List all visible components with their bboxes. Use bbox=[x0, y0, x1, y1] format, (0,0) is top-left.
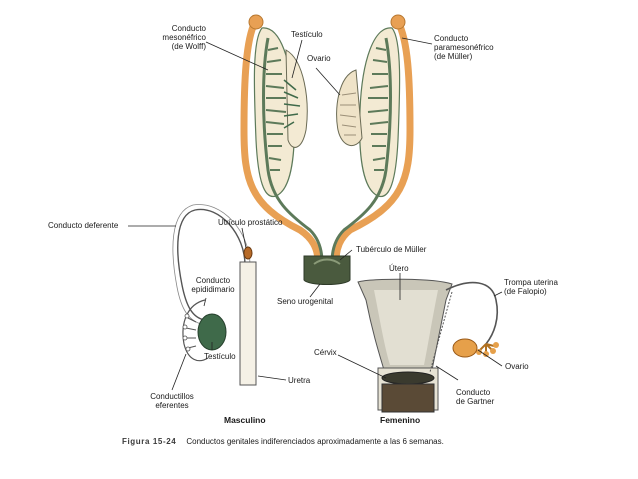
cervix-os bbox=[382, 372, 434, 384]
label-conducto-deferente: Conducto deferente bbox=[48, 221, 118, 230]
left-duct-tip bbox=[249, 15, 263, 29]
left-testis bbox=[286, 50, 307, 147]
label-utriculo-prostatico: Utrículo prostático bbox=[218, 218, 282, 227]
label-conducto-epididimario: Conducto epididimario bbox=[182, 276, 244, 294]
label-tuberculo-muller: Tubérculo de Müller bbox=[356, 245, 426, 254]
label-seno-urogenital: Seno urogenital bbox=[277, 297, 333, 306]
female-ovary bbox=[453, 339, 477, 357]
label-uretra: Uretra bbox=[288, 376, 310, 385]
label-femenino: Femenino bbox=[380, 416, 420, 425]
fimbria-3 bbox=[490, 348, 496, 354]
label-ovario-bottom: Ovario bbox=[505, 362, 529, 371]
label-conducto-mesonefrico: Conducto mesonéfrico (de Wolff) bbox=[148, 24, 206, 51]
right-duct-tip bbox=[391, 15, 405, 29]
label-testiculo-bottom: Testículo bbox=[204, 352, 236, 361]
prostatic-utricle bbox=[244, 247, 252, 259]
epididymis-dot4 bbox=[186, 347, 190, 351]
fimbria-4 bbox=[493, 342, 499, 348]
label-conductillos-eferentes: Conductillos eferentes bbox=[142, 392, 202, 410]
label-trompa-uterina: Trompa uterina (de Falopio) bbox=[504, 278, 558, 296]
right-mesonephros bbox=[360, 28, 400, 197]
label-testiculo-top: Testículo bbox=[291, 30, 323, 39]
efferent-ductules bbox=[186, 318, 196, 348]
label-masculino: Masculino bbox=[224, 416, 266, 425]
label-conducto-gartner: Conducto de Gartner bbox=[456, 388, 494, 406]
right-ovary bbox=[337, 70, 362, 146]
epididymis-dot3 bbox=[183, 336, 187, 340]
label-ovario-top: Ovario bbox=[307, 54, 331, 63]
epididymis-dot1 bbox=[185, 314, 189, 318]
epididymis-dot2 bbox=[183, 325, 187, 329]
figure-caption: Figura 15-24 Conductos genitales indifere… bbox=[122, 437, 444, 446]
label-cervix: Cérvix bbox=[314, 348, 337, 357]
uterine-tube bbox=[446, 283, 497, 344]
figure-caption-text: Conductos genitales indiferenciados apro… bbox=[186, 437, 443, 446]
vaginal-wall bbox=[382, 384, 434, 412]
label-conducto-paramesonefrico: Conducto paramesonéfrico (de Müller) bbox=[434, 34, 494, 61]
figure-number: Figura 15-24 bbox=[122, 437, 176, 446]
label-utero: Útero bbox=[389, 264, 409, 273]
